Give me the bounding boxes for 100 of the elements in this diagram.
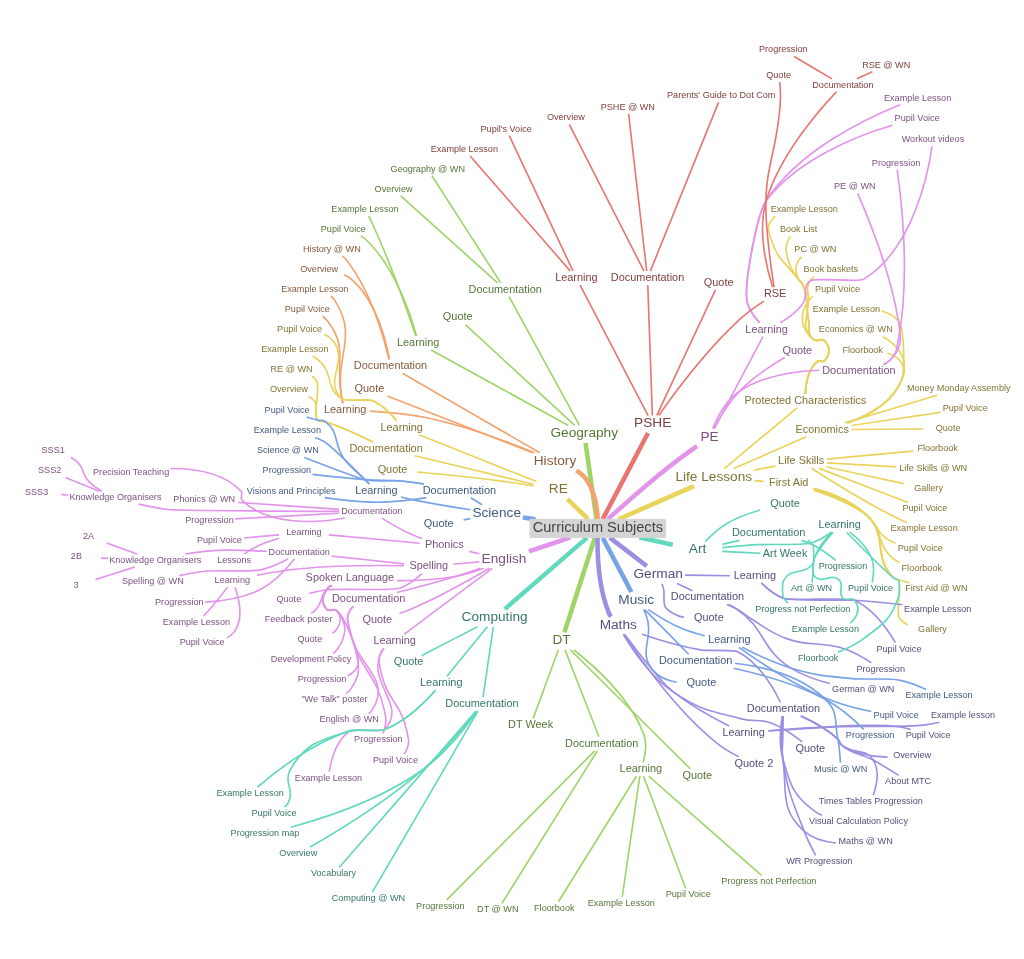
connector — [850, 411, 942, 426]
node-text: Documentation — [445, 696, 519, 709]
node-text: Example Lesson — [253, 424, 321, 435]
node-text: About MTC — [885, 775, 932, 786]
connector — [643, 608, 690, 655]
connector — [810, 467, 908, 523]
node-text: Computing — [461, 608, 528, 624]
node-text: Pupil Voice — [876, 643, 922, 654]
connector — [464, 323, 576, 426]
connector — [856, 70, 874, 80]
connector — [837, 531, 901, 653]
connector — [256, 564, 405, 576]
node-text: Geography — [550, 424, 619, 440]
node-text: Workout videos — [901, 133, 965, 144]
node-text: Example Lesson — [587, 897, 655, 908]
node-text: Example Lesson — [331, 203, 399, 214]
node-text: PSHE @ WN — [600, 101, 655, 112]
node-text: Art Week — [762, 546, 808, 559]
connector — [226, 585, 241, 639]
node-text: Geography @ WN — [390, 163, 466, 174]
connector — [684, 573, 731, 577]
node-text: Floorbook — [797, 652, 839, 663]
node-text: Quote — [393, 654, 424, 667]
connector — [812, 530, 859, 624]
node-text: Gallery — [914, 482, 943, 493]
connector — [310, 584, 334, 614]
node-text: Precision Teaching — [93, 466, 170, 477]
connector — [648, 774, 763, 876]
connector — [70, 456, 103, 492]
connector — [396, 566, 485, 581]
node-text: Documentation — [331, 591, 406, 604]
connector — [64, 476, 101, 492]
connector — [721, 539, 741, 545]
connector — [723, 406, 798, 469]
node-text: Visions and Principles — [246, 485, 336, 496]
node-text: PE @ WN — [834, 180, 876, 191]
node-text: Floorbook — [842, 344, 883, 355]
connector — [882, 168, 906, 366]
node-text: Quote — [377, 462, 408, 475]
node-text: Pupil Voice — [264, 404, 310, 415]
node-text: Progression — [185, 514, 234, 524]
connector — [564, 648, 600, 738]
connector — [311, 473, 425, 485]
node-text: Floorbook — [901, 562, 943, 573]
node-text: Music @ WN — [814, 763, 868, 774]
node-text: Phonics — [424, 537, 464, 550]
node-text: Vocabulary — [310, 867, 356, 878]
node-text: Documentation — [349, 441, 423, 454]
connector — [741, 645, 927, 690]
node-text: Pupil's Voice — [480, 123, 532, 134]
node-text: Maths @ WN — [838, 835, 893, 846]
connector — [622, 633, 803, 743]
node-text: Quote — [770, 496, 800, 509]
node-text: Pupil Voice — [815, 283, 861, 294]
node-text: Example Lesson — [791, 623, 859, 634]
node-text: Example Lesson — [216, 787, 284, 798]
connector — [468, 550, 481, 555]
node-text: Quote — [354, 381, 385, 394]
node-text: Documentation — [812, 79, 874, 90]
node-text: Development Policy — [270, 653, 352, 664]
connector — [338, 709, 477, 868]
node-text: English @ WN — [319, 713, 379, 724]
connector — [400, 495, 472, 511]
connector — [367, 214, 417, 337]
node-text: Learning — [373, 633, 416, 646]
connector — [371, 709, 479, 893]
connector — [642, 608, 678, 683]
node-text: WR Progression — [786, 855, 853, 866]
connector — [761, 90, 838, 288]
node-text: 3 — [73, 579, 79, 590]
connector — [532, 648, 560, 719]
node-text: Example Lesson — [261, 343, 329, 354]
connector — [767, 723, 912, 732]
node-text: Pupil Voice — [277, 323, 323, 334]
node-text: Quote — [276, 593, 302, 604]
connector — [726, 603, 873, 664]
connector — [800, 539, 837, 561]
node-text: PC @ WN — [794, 243, 837, 254]
node-text: Quote — [442, 309, 473, 322]
node-text: DT Week — [508, 717, 554, 730]
node-text: Parents' Guide to Dot Com — [667, 89, 776, 100]
node-text: Quote — [686, 675, 717, 687]
connector — [398, 566, 491, 614]
node-text: Science — [472, 504, 521, 520]
connector — [343, 273, 391, 360]
node-text: Documentation — [822, 363, 896, 376]
connector — [314, 436, 371, 485]
connector — [575, 467, 600, 519]
node-text: Learning — [396, 335, 440, 348]
connector — [779, 145, 933, 324]
connector — [676, 582, 694, 592]
connector — [243, 533, 280, 539]
node-text: Science @ WN — [257, 444, 319, 455]
connector — [738, 646, 873, 712]
node-text: Pupil Voice — [873, 709, 919, 720]
connector — [469, 154, 572, 272]
connector — [649, 101, 720, 272]
connector — [413, 454, 535, 485]
node-text: Example Lesson — [294, 772, 363, 783]
node-text: Progress not Perfection — [721, 875, 817, 886]
